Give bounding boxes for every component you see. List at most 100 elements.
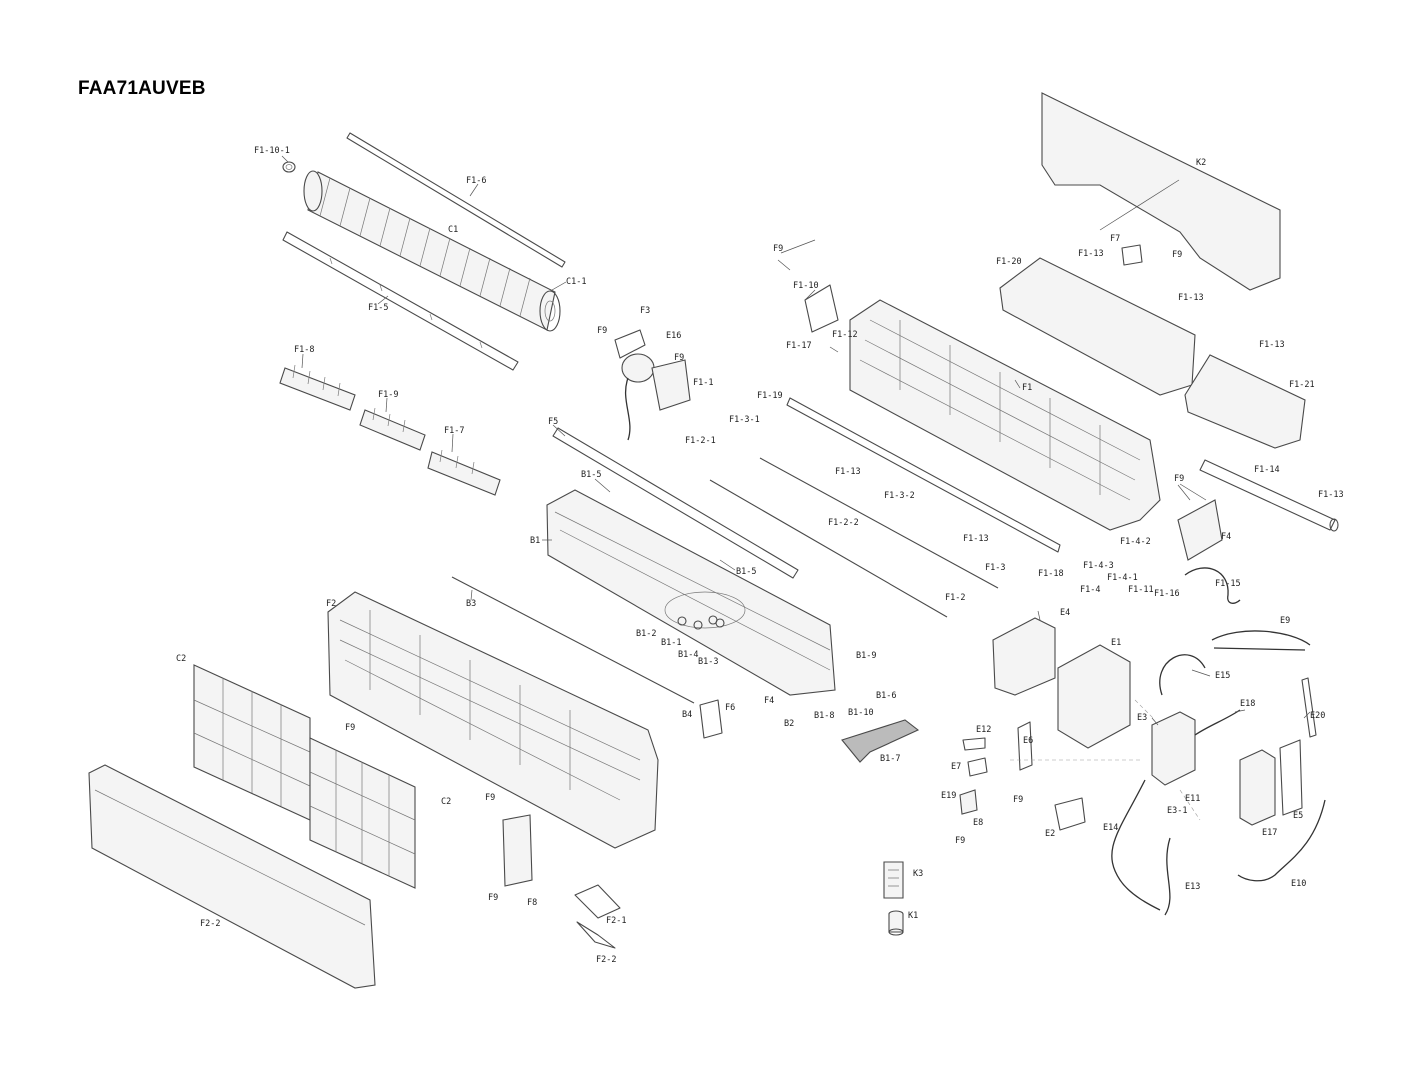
label-f1-5: F1-5 — [368, 303, 388, 313]
part-f1-1-motor-mount — [651, 359, 691, 411]
label-e2: E2 — [1045, 829, 1055, 839]
label-f1-13-a: F1-13 — [835, 467, 861, 477]
part-b3-rod — [451, 576, 695, 704]
label-f1-4-1: F1-4-1 — [1107, 573, 1138, 583]
label-f2: F2 — [326, 599, 336, 609]
label-f9-e: F9 — [488, 893, 498, 903]
part-e7-terminal — [967, 757, 988, 777]
label-f1-13-d: F1-13 — [1178, 293, 1204, 303]
part-f2-front-panel — [327, 591, 659, 849]
part-f7-clip — [1121, 244, 1143, 266]
part-f1-8-louver — [279, 364, 356, 411]
label-f7: F7 — [1110, 234, 1120, 244]
label-e16: E16 — [666, 331, 681, 341]
label-f1-11: F1-11 — [1128, 585, 1154, 595]
label-f1-3-1: F1-3-1 — [729, 415, 760, 425]
label-f9-b: F9 — [674, 353, 684, 363]
label-f9-c: F9 — [345, 723, 355, 733]
label-f5: F5 — [548, 417, 558, 427]
label-f4-b: F4 — [1221, 532, 1231, 542]
part-e6-plate — [1017, 721, 1033, 771]
label-f1-21: F1-21 — [1289, 380, 1315, 390]
part-e20-sensor — [1301, 677, 1317, 738]
label-f1-16: F1-16 — [1154, 589, 1180, 599]
part-f8-cover — [502, 814, 533, 887]
label-e12: E12 — [976, 725, 991, 735]
label-e8: E8 — [973, 818, 983, 828]
label-b1-6: B1-6 — [876, 691, 896, 701]
part-f1-10-bracket — [804, 284, 839, 333]
label-b1-7: B1-7 — [880, 754, 900, 764]
label-f1-19: F1-19 — [757, 391, 783, 401]
part-e17-box — [1239, 749, 1276, 826]
label-f1-18: F1-18 — [1038, 569, 1064, 579]
label-e5: E5 — [1293, 811, 1303, 821]
part-b1-7-plate — [841, 719, 920, 763]
part-e14-cable — [1111, 779, 1161, 911]
label-f1-1: F1-1 — [693, 378, 713, 388]
part-f1-7-louver — [427, 449, 501, 496]
label-f1-2-2: F1-2-2 — [828, 518, 859, 528]
part-e4-control-box — [992, 617, 1056, 696]
label-f1: F1 — [1022, 383, 1032, 393]
label-e17: E17 — [1262, 828, 1277, 838]
label-f9-g: F9 — [1172, 250, 1182, 260]
part-f1-9-louver — [359, 407, 426, 451]
part-e5-plate — [1279, 739, 1303, 816]
label-e4: E4 — [1060, 608, 1070, 618]
label-e10: E10 — [1291, 879, 1306, 889]
part-f1-15-cable — [1184, 567, 1241, 604]
label-b1-10: B1-10 — [848, 708, 874, 718]
label-f1-12: F1-12 — [832, 330, 858, 340]
label-f2-1: F2-1 — [606, 916, 626, 926]
part-e15-cable — [1159, 654, 1206, 696]
part-f4-swing-motor — [1177, 499, 1223, 561]
label-f1-13-b: F1-13 — [963, 534, 989, 544]
label-e19: E19 — [941, 791, 956, 801]
part-f1-14-pipe — [1199, 459, 1339, 532]
label-f9-a: F9 — [597, 326, 607, 336]
part-f1-10-1 — [282, 161, 296, 173]
part-f1-3-1-rail — [759, 457, 999, 589]
label-b1-5-a: B1-5 — [581, 470, 601, 480]
label-k1: K1 — [908, 911, 918, 921]
label-b1-1: B1-1 — [661, 638, 681, 648]
label-c2-b: C2 — [441, 797, 451, 807]
part-f3-bracket — [614, 329, 646, 359]
part-f1-19-rail — [786, 397, 1061, 553]
label-f2-2-b: F2-2 — [596, 955, 616, 965]
part-labels: F1-10-1 F1-6 C1 C1-1 F1-5 F1-8 F1-9 F1-7… — [176, 146, 1344, 965]
label-b1-9: B1-9 — [856, 651, 876, 661]
label-f9-h: F9 — [1174, 474, 1184, 484]
part-e2-connector — [1054, 797, 1086, 831]
label-k2: K2 — [1196, 158, 1206, 168]
part-e10-cable — [1237, 799, 1326, 882]
part-f1-20-insulation — [999, 257, 1196, 396]
part-f1-21-insulation — [1184, 354, 1306, 449]
label-f1-13-e: F1-13 — [1259, 340, 1285, 350]
label-f1-4-2: F1-4-2 — [1120, 537, 1151, 547]
part-k1-battery — [888, 910, 904, 936]
label-c1: C1 — [448, 225, 458, 235]
label-f9-d: F9 — [485, 793, 495, 803]
part-f2-1-plate — [574, 884, 621, 949]
label-f1-10: F1-10 — [793, 281, 819, 291]
part-c2-air-filter-right — [309, 737, 416, 889]
label-f9-j: F9 — [955, 836, 965, 846]
part-e13-cable — [1164, 837, 1171, 916]
label-f1-13-c: F1-13 — [1078, 249, 1104, 259]
label-e9: E9 — [1280, 616, 1290, 626]
label-f1-10-1: F1-10-1 — [254, 146, 290, 156]
label-f1-20: F1-20 — [996, 257, 1022, 267]
part-f2-2-front-grille — [88, 764, 376, 989]
page-title: FAA71AUVEB — [78, 78, 206, 99]
label-f1-2-1: F1-2-1 — [685, 436, 716, 446]
label-b1-8: B1-8 — [814, 711, 834, 721]
part-e8-terminal — [959, 789, 978, 815]
part-c2-air-filter-left — [193, 664, 311, 821]
label-e13: E13 — [1185, 882, 1200, 892]
label-f1-3: F1-3 — [985, 563, 1005, 573]
label-f1-13-f: F1-13 — [1318, 490, 1344, 500]
label-b4: B4 — [682, 710, 692, 720]
